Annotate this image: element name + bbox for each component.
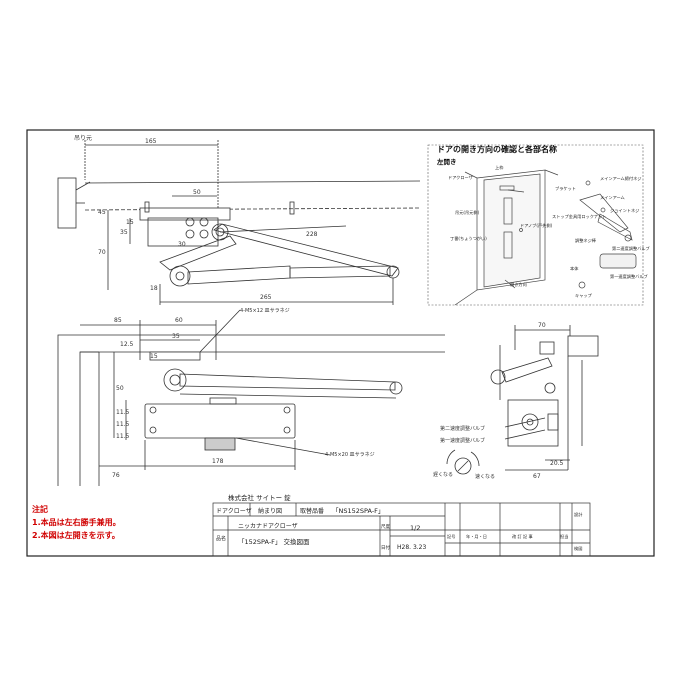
dim-15-top: 15 [126,219,134,226]
label-open-direction: 開き方向 [510,281,527,288]
screw-top-label: 4-M5×12 皿サラネジ [240,308,290,314]
label-hinge-pin: 丁番(ちょうつがい) [450,235,487,242]
label-door-knob: ドアノブ(戸先側) [520,222,553,229]
name-line-1: ニッカナドアクローザ [238,523,298,530]
note-line-2: 2.本図は左開きを示す。 [32,531,120,540]
inset-frame [427,144,644,306]
check-design: 設計 [574,511,582,518]
label-hinge-pivot: 吊元(吊元側) [455,209,480,216]
dim-265: 265 [260,294,272,301]
dim-76: 76 [112,472,120,479]
side-view-labels: 70 20.5 67 第二速度調整バルブ 第一速度調整バルブ 遅くなる 速くなる [433,322,564,480]
dim-11-5-c: 11.5 [116,433,130,440]
dim-60: 60 [175,317,183,324]
company-name: 株式会社 サイトー 錠 [228,493,291,502]
scale-value: 1/2 [410,524,420,532]
first-valve-label: 第一速度調整バルブ [440,437,485,444]
dim-20-5: 20.5 [550,460,564,467]
notes-heading: 注記 [32,505,48,514]
name-line-2: 「152SPA-F」 交換図面 [238,537,310,546]
rev-date-header: 年・月・日 [466,533,487,540]
front-view [57,309,445,486]
check-inspect: 検図 [574,545,582,552]
dim-228: 228 [306,231,318,238]
dim-11-5-b: 11.5 [116,421,130,428]
front-view-labels: 85 60 12.5 35 15 11.5 50 11.5 11.5 76 17… [112,308,375,479]
ref-value: 「NS152SPA-F」 [332,507,384,515]
dim-165: 165 [145,138,157,145]
product-name: ドアクローザ [216,508,252,515]
dim-50-top: 50 [193,189,201,196]
date-label: 日付 [381,544,390,551]
faster-label: 速くなる [475,473,495,480]
side-view [446,325,599,475]
scale-label: 尺度 [381,523,390,530]
dim-67: 67 [533,473,541,480]
label-main-arm-screw: メインアーム締付ネジ [600,175,642,182]
date-value: H28. 3.23 [397,544,427,551]
dim-45-top: 45 [98,209,106,216]
top-view [57,140,421,305]
rev-desc-header: 改 訂 記 事 [512,533,533,540]
ref-label: 取替品番 [300,507,324,515]
label-second-valve: 第二速度調整バルブ [612,245,651,252]
dim-85: 85 [114,317,122,324]
inset-subtitle: 左開き [436,157,457,166]
dim-15-front: 15 [150,353,158,360]
label-adj-screw: 調整ネジ棒 [575,237,597,244]
label-joint-screw: ジョイントネジ [610,208,639,214]
name-label: 品名 [216,535,226,542]
drawing-type: 納まり図 [258,507,282,515]
dim-18-top: 18 [150,285,158,292]
label-top-frame: 上枠 [495,164,504,171]
screw-bottom-label: 4-M5×20 皿サラネジ [325,452,375,458]
rev-mark-header: 担当 [560,533,568,540]
note-line-1: 1.本品は左右勝手兼用。 [32,518,121,527]
label-stop-lock: ストップ金具用ロックナット [552,213,606,220]
inset-title: ドアの開き方向の確認と各部名称 [437,144,557,154]
dim-50-front: 50 [116,385,124,392]
parts-inset: ドアの開き方向の確認と各部名称 左開き 上枠 [427,144,651,306]
label-body: 本体 [570,265,579,272]
dim-11-5-a: 11.5 [116,409,130,416]
dim-35-front: 35 [172,333,180,340]
label-main-arm: メインアーム [600,195,625,201]
hinge-side-label: 吊り元 [74,135,92,142]
dim-12-5: 12.5 [120,341,134,348]
dim-70-top: 70 [98,249,106,256]
label-door-closer: ドアクローザ [448,175,473,181]
dim-178: 178 [212,458,224,465]
title-block-text: 株式会社 サイトー 錠 ドアクローザ 納まり図 取替品番 「NS152SPA-F… [216,493,582,552]
label-cap: キャップ [575,293,593,299]
top-view-labels: 吊り元 165 50 228 265 70 35 30 15 18 45 [74,135,318,301]
dim-35-top: 35 [120,229,128,236]
title-block [212,502,591,557]
label-first-valve: 第一速度調整バルブ [610,273,649,280]
dim-30-top: 30 [178,241,186,248]
slower-label: 遅くなる [433,471,453,478]
label-bracket: ブラケット [555,185,576,192]
dim-70-side: 70 [538,322,546,329]
second-valve-label: 第二速度調整バルブ [440,425,485,432]
rev-no-header: 記号 [447,533,455,540]
notes-block: 注記 1.本品は左右勝手兼用。 2.本図は左開きを示す。 [32,503,121,542]
